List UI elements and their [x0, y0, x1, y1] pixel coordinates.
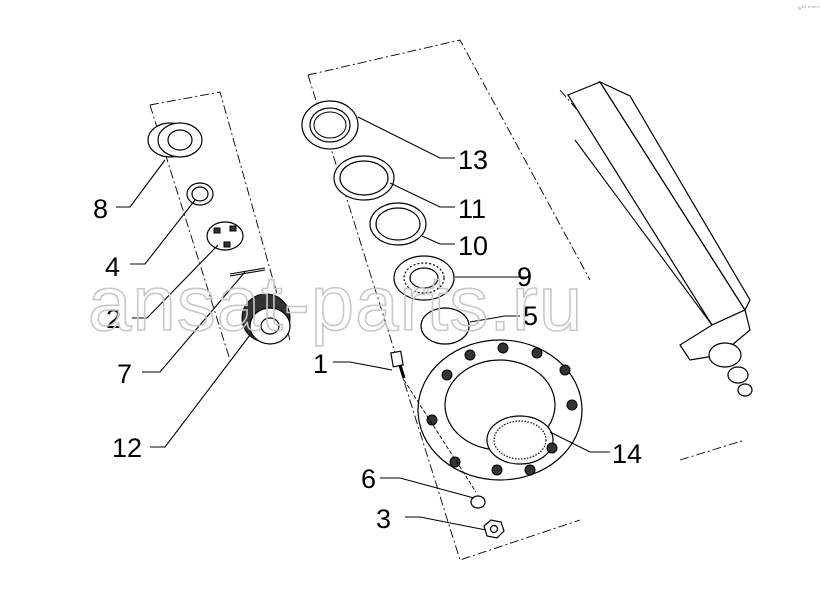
bearing-part-9: [393, 255, 455, 301]
callout-6: 6: [361, 464, 376, 494]
washer-part-6: [470, 495, 486, 509]
leader-lines: [116, 116, 610, 531]
callout-14: 14: [612, 439, 642, 469]
callout-11: 11: [458, 194, 486, 224]
callout-8: 8: [93, 194, 108, 224]
ring-part-10: [369, 202, 427, 246]
castle-nut-part-2: [206, 221, 244, 251]
bearing-part-8: [147, 122, 203, 158]
nut-part-3: [483, 519, 505, 539]
axle-spindle: [567, 80, 753, 397]
callout-3: 3: [376, 504, 391, 534]
cap-part-12: [241, 293, 291, 345]
callout-5: 5: [523, 301, 538, 331]
cotter-pin-part-7: [229, 267, 266, 277]
ring-part-11: [333, 155, 395, 201]
hub-part-14: [417, 339, 583, 481]
callout-7: 7: [117, 359, 132, 389]
washer-part-4: [186, 182, 214, 206]
callout-12: 12: [112, 433, 142, 463]
callout-9: 9: [517, 262, 532, 292]
callout-13: 13: [458, 145, 488, 175]
callout-2: 2: [106, 304, 121, 334]
callout-4: 4: [105, 252, 120, 282]
corner-mark: s³³ ᵐᵐᵐ: [798, 5, 819, 12]
watermark: ansat-parts.ru: [88, 259, 583, 347]
callout-10: 10: [458, 231, 488, 261]
stud-bolt-part-1: [390, 350, 477, 493]
ring-part-5: [420, 307, 470, 345]
seal-part-13: [301, 100, 359, 150]
callout-1: 1: [313, 349, 328, 379]
callout-labels: 8 4 2 7 12 1 6 3 13 11 10 9 5 14: [93, 145, 642, 534]
